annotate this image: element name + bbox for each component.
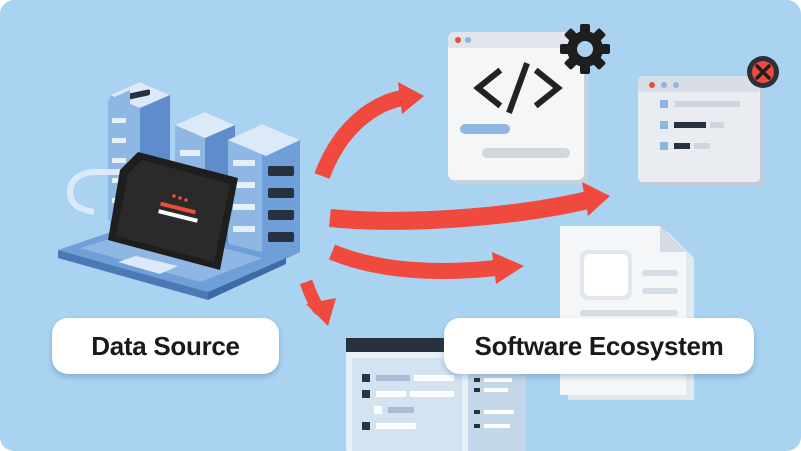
software-ecosystem-label: Software Ecosystem <box>444 318 754 374</box>
flow-arrows <box>299 82 610 326</box>
arrow-to-code-window <box>314 82 424 179</box>
arrow-to-editor <box>299 279 336 326</box>
laptop-screen-content <box>158 194 198 223</box>
close-icon <box>747 56 779 88</box>
gear-icon <box>560 24 610 74</box>
laptop <box>58 152 286 300</box>
data-source-label: Data Source <box>52 318 279 374</box>
code-window <box>448 32 588 184</box>
cable <box>66 169 128 215</box>
arrow-to-list-window <box>329 182 610 230</box>
code-brackets-icon <box>473 62 563 114</box>
server-rack-front <box>228 124 300 270</box>
list-window <box>638 76 764 186</box>
arrow-to-document <box>328 244 524 284</box>
